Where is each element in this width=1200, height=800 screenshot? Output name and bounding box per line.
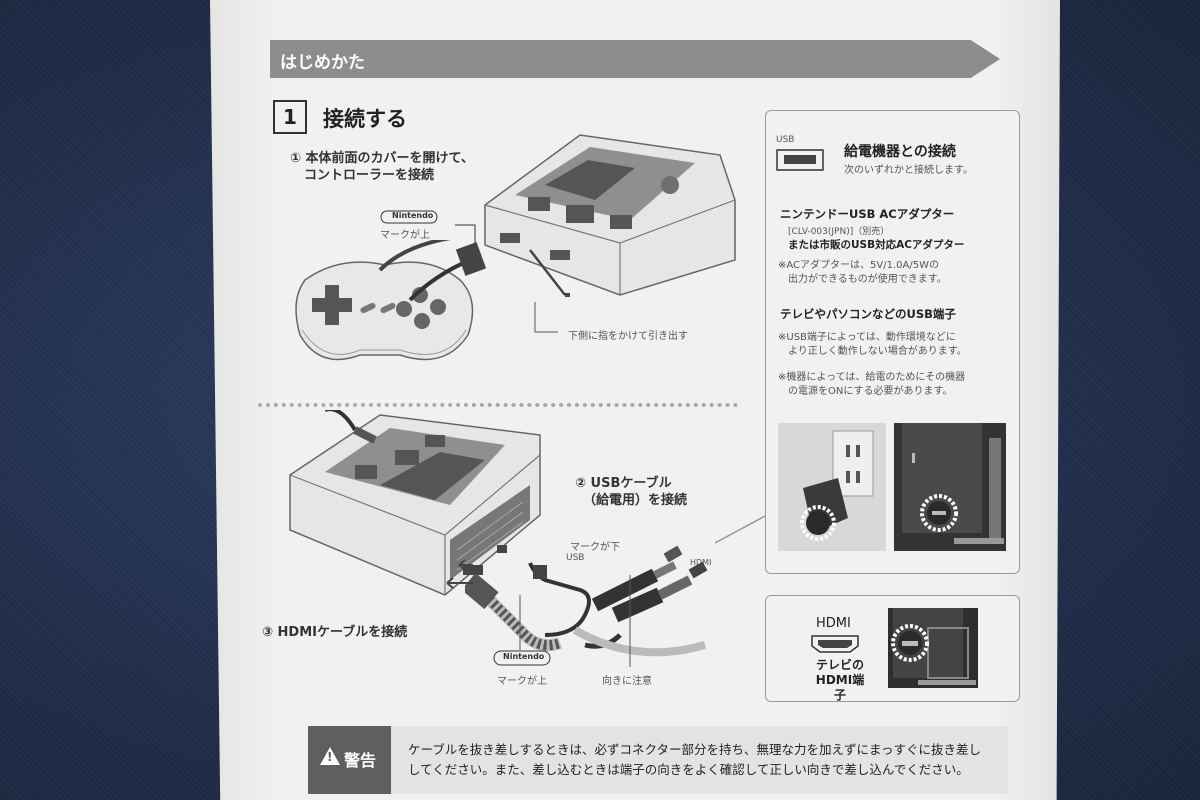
instruction-sheet: はじめかた 1 接続する ① 本体前面のカバーを開けて、 コントローラーを接続 … [210,0,1060,800]
hdmi-panel: HDMI テレビの HDMI端子 [765,595,1020,702]
section-header: はじめかた [270,40,1000,78]
usb-icon-label: USB [566,553,585,563]
warning-triangle-icon [320,747,340,765]
insert-arrows [446,559,473,589]
panel-pointer [715,514,768,544]
tv-usb-photo [894,423,1006,551]
controller-cable [408,224,487,302]
mark-down-label: マークが下 [570,542,620,553]
cables-illustration [465,545,708,657]
section-title: はじめかた [280,53,365,73]
warning-text: ケーブルを抜き差しするときは、必ずコネクター部分を持ち、無理な力を加えずにまっす… [408,742,982,777]
nintendo-logo [380,210,438,224]
nintendo-logo-2-text: Nintendo [503,652,545,661]
tv-hdmi-photo [888,608,978,688]
step2-instruction: ② USBケーブル （給電用）を接続 [575,476,688,508]
item2-note2: ※機器によっては、給電のためにその機器 の電源をONにする必要があります。 [778,372,966,397]
mark-up-label-2: マークが上 [497,676,547,687]
mark-up-label: マークが上 [380,230,430,241]
nintendo-logo-text: Nintendo [392,211,434,220]
orientation-pointer [629,575,631,667]
step3-instruction: ③ HDMIケーブルを接続 [262,625,408,640]
usb-port-icon [776,149,824,171]
console-illustration-bottom [289,410,541,596]
warning-header: 警告 [308,726,391,794]
item2-note1: ※USB端子によっては、動作環境などに より正しく動作しない場合があります。 [778,332,967,357]
power-panel-title: 給電機器との接続 [844,144,956,160]
hdmi-port-icon [811,635,859,653]
hdmi-icon-label: HDMI [690,558,712,567]
hdmi-label: HDMI [816,616,851,631]
step1-instruction: ① 本体前面のカバーを開けて、 コントローラーを接続 [290,151,474,183]
step-number: 1 [273,100,307,134]
ac-adapter-photo [778,423,886,551]
hdmi-caption: テレビの HDMI端子 [815,658,865,702]
item2-title: テレビやパソコンなどのUSB端子 [780,307,956,321]
power-panel-subtitle: 次のいずれかと接続します。 [844,165,973,176]
item1-alt: または市販のUSB対応ACアダプター [788,239,965,251]
mark-pointer [519,595,521,650]
warning-label: 警告 [344,751,377,770]
item1-model: [CLV-003(JPN)]（別売） [788,227,890,237]
console-illustration-top [484,134,736,297]
nintendo-logo-2 [493,650,551,666]
pull-out-label: 下側に指をかけて引き出す [568,331,688,342]
power-panel: USB 給電機器との接続 次のいずれかと接続します。 ニンテンドーUSB ACア… [765,110,1020,574]
section-divider [258,403,738,407]
item1-note: ※ACアダプターは、5V/1.0A/5Wの 出力ができるものが使用できます。 [778,260,947,285]
orientation-note: 向きに注意 [602,676,652,687]
usb-port-label: USB [776,135,795,145]
step-title: 接続する [323,107,407,131]
warning-box: 警告 ケーブルを抜き差しするときは、必ずコネクター部分を持ち、無理な力を加えずに… [308,726,1008,794]
pull-out-pointer [534,302,558,333]
item1-title: ニンテンドーUSB ACアダプター [780,207,955,221]
